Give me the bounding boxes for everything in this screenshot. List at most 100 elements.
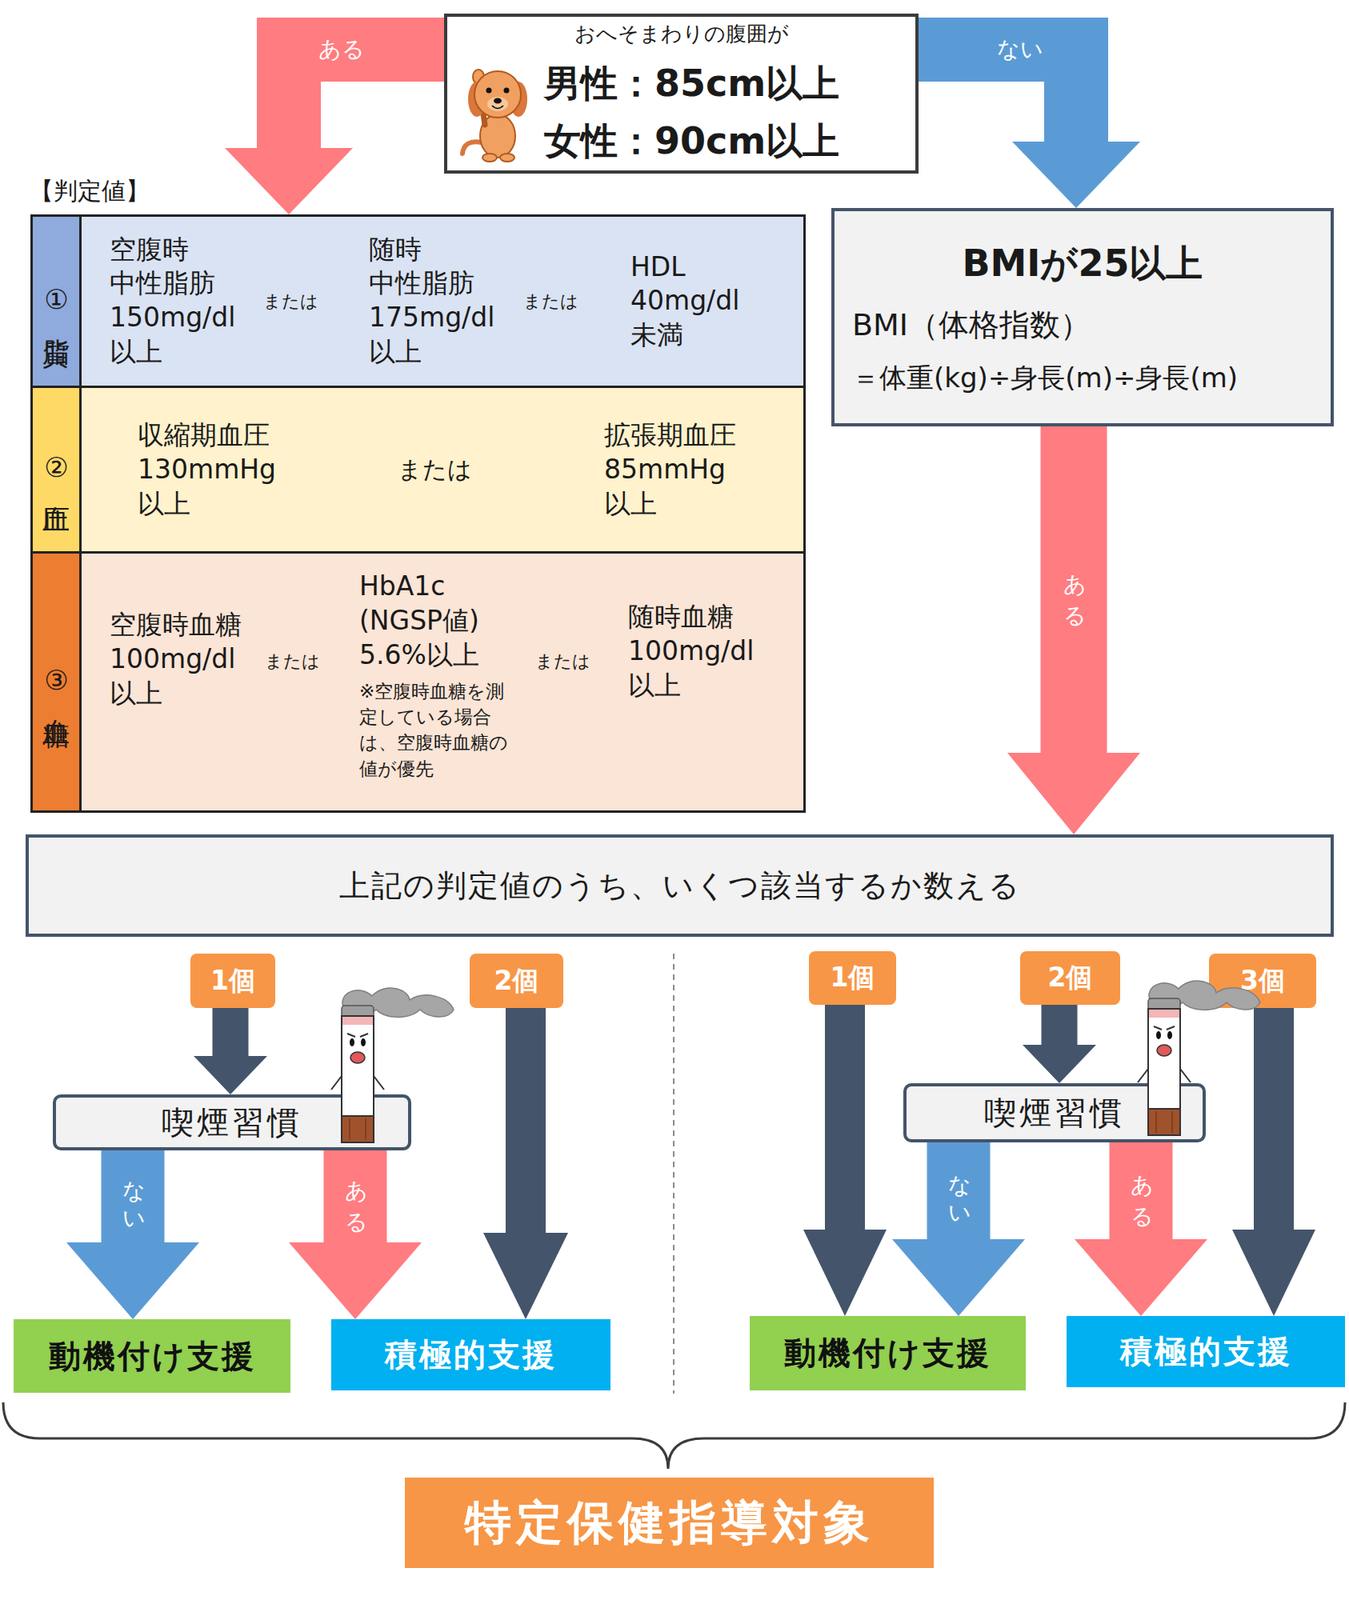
edge-label: ない bbox=[946, 1159, 972, 1224]
smoking-check-text: 喫煙習慣 bbox=[984, 1091, 1125, 1136]
criterion-cell: 収縮期血圧 130mmHg 以上 bbox=[137, 418, 290, 522]
criterion-note: ※空腹時血糖を測定している場合は、空腹時血糖の値が優先 bbox=[359, 678, 520, 782]
block-arrow bbox=[66, 1150, 200, 1320]
or-word: または bbox=[397, 455, 473, 485]
row-label: ②血圧 bbox=[32, 388, 82, 552]
count-tag-text: 1個 bbox=[830, 960, 876, 997]
criterion-cell: 空腹時 中性脂肪 150mg/dl 以上 bbox=[109, 232, 254, 371]
blood-sugar-row: ③血糖空腹時血糖 100mg/dl 以上またはHbA1c (NGSP値) 5.6… bbox=[32, 553, 804, 811]
arrow-shaft bbox=[1109, 1142, 1173, 1241]
count-tag: 2個 bbox=[469, 953, 564, 1009]
table-heading: 【判定値】 bbox=[29, 176, 150, 206]
arrow-head bbox=[1012, 141, 1141, 209]
cigarette-illustration bbox=[1137, 980, 1261, 1136]
or-word: または bbox=[264, 651, 321, 673]
arrow-shaft bbox=[288, 49, 445, 149]
block-arrow bbox=[1007, 426, 1141, 835]
block-arrow bbox=[288, 1150, 422, 1320]
arrow-shaft bbox=[927, 1142, 991, 1241]
row-label: ③血糖 bbox=[32, 553, 82, 811]
arrow-head bbox=[803, 1229, 887, 1317]
arrow-shaft bbox=[1253, 1008, 1294, 1231]
smoking-check-box: 喫煙習慣 bbox=[52, 1094, 412, 1151]
active-support-box: 積極的支援 bbox=[331, 1319, 611, 1391]
block-arrow bbox=[224, 49, 445, 215]
target-text: 特定保健指導対象 bbox=[464, 1492, 875, 1555]
criteria-table: 【判定値】①脂質空腹時 中性脂肪 150mg/dl 以上または随時 中性脂肪 1… bbox=[30, 214, 806, 813]
edge-label: ない bbox=[120, 1164, 146, 1229]
cigarette-illustration bbox=[331, 988, 454, 1143]
edge-label: ない bbox=[996, 37, 1044, 63]
arrow-shaft bbox=[505, 1008, 546, 1234]
criteria-heading: おへそまわりの腹囲が bbox=[447, 21, 916, 47]
arrow-head bbox=[288, 1242, 422, 1320]
active-support-box: 積極的支援 bbox=[1066, 1316, 1345, 1388]
criterion-cell: 空腹時血糖 100mg/dl 以上 bbox=[109, 608, 254, 712]
count-tag: 1個 bbox=[808, 951, 897, 1005]
count-tag: 2個 bbox=[1020, 951, 1121, 1005]
motivation-support-box: 動機付け支援 bbox=[13, 1319, 291, 1394]
count-tag-text: 3個 bbox=[1240, 963, 1285, 1000]
arrow-head bbox=[1074, 1239, 1208, 1317]
result-text: 積極的支援 bbox=[384, 1332, 557, 1378]
count-box: 上記の判定値のうち、いくつ該当するか数える bbox=[25, 834, 1334, 937]
bmi-criterion: BMIが25以上 bbox=[834, 241, 1331, 286]
result-text: 動機付け支援 bbox=[48, 1334, 257, 1379]
count-instruction: 上記の判定値のうち、いくつ該当するか数える bbox=[339, 865, 1021, 907]
result-text: 動機付け支援 bbox=[784, 1331, 992, 1376]
bmi-formula: ＝体重(kg)÷身長(m)÷身長(m) bbox=[852, 361, 1238, 395]
count-tag-text: 2個 bbox=[494, 963, 540, 1000]
arrow-shaft bbox=[212, 1008, 249, 1057]
bmi-definition: BMI（体格指数） bbox=[852, 307, 1091, 345]
count-tag: 1個 bbox=[190, 953, 276, 1009]
arrow-head bbox=[224, 148, 353, 215]
female-criterion: 女性：90cm以上 bbox=[544, 119, 840, 164]
arrow-head bbox=[1022, 1044, 1097, 1084]
arrow-head bbox=[892, 1239, 1025, 1317]
arrow-shaft bbox=[824, 1004, 865, 1231]
block-arrow bbox=[483, 1008, 569, 1320]
dog-illustration bbox=[462, 69, 528, 162]
waist-criteria-box: おへそまわりの腹囲が男性：85cm以上女性：90cm以上 bbox=[444, 13, 919, 174]
or-word: または bbox=[535, 651, 591, 673]
group-brace bbox=[3, 1402, 1345, 1470]
block-arrow bbox=[1074, 1142, 1208, 1317]
criterion-cell: HDL 40mg/dl 未満 bbox=[630, 249, 775, 353]
arrow-head bbox=[1232, 1229, 1316, 1317]
arrow-shaft bbox=[1041, 1004, 1078, 1046]
blood-pressure-row: ②血圧 収縮期血圧 130mmHg 以上 または 拡張期血圧 85mmHg 以上 bbox=[32, 388, 804, 554]
smoking-check-text: 喫煙習慣 bbox=[161, 1100, 303, 1145]
arrow-head bbox=[193, 1056, 268, 1095]
arrow-shaft bbox=[918, 49, 1077, 143]
block-arrow bbox=[918, 49, 1141, 209]
block-arrow bbox=[1232, 1008, 1316, 1317]
count-tag-text: 1個 bbox=[210, 963, 256, 1000]
or-word: または bbox=[523, 290, 579, 312]
arrow-shaft bbox=[101, 1150, 165, 1244]
criterion-cell: HbA1c (NGSP値) 5.6%以上 bbox=[359, 569, 512, 673]
smoking-check-box: 喫煙習慣 bbox=[903, 1083, 1206, 1143]
edge-label: ある bbox=[1128, 1159, 1154, 1224]
bmi-box: BMIが25以上 BMI（体格指数） ＝体重(kg)÷身長(m)÷身長(m) bbox=[831, 208, 1334, 427]
arrow-head bbox=[1007, 752, 1141, 835]
arrow-shaft bbox=[1040, 426, 1108, 754]
target-box: 特定保健指導対象 bbox=[404, 1477, 934, 1569]
block-arrow bbox=[193, 1008, 268, 1095]
criterion-cell: 随時 中性脂肪 175mg/dl 以上 bbox=[368, 232, 513, 371]
count-tag: 3個 bbox=[1208, 953, 1317, 1009]
result-text: 積極的支援 bbox=[1120, 1329, 1293, 1374]
row-label: ①脂質 bbox=[32, 216, 82, 386]
male-criterion: 男性：85cm以上 bbox=[544, 61, 840, 106]
count-tag-text: 2個 bbox=[1048, 960, 1093, 997]
arrow-shaft bbox=[324, 1150, 388, 1244]
lipid-row: ①脂質空腹時 中性脂肪 150mg/dl 以上または随時 中性脂肪 175mg/… bbox=[32, 216, 804, 389]
edge-label: ある bbox=[318, 37, 365, 63]
divider-line bbox=[672, 953, 675, 1394]
or-word: または bbox=[263, 290, 319, 312]
criterion-cell: 随時血糖 100mg/dl 以上 bbox=[628, 600, 773, 704]
criterion-cell: 拡張期血圧 85mmHg 以上 bbox=[604, 418, 757, 522]
